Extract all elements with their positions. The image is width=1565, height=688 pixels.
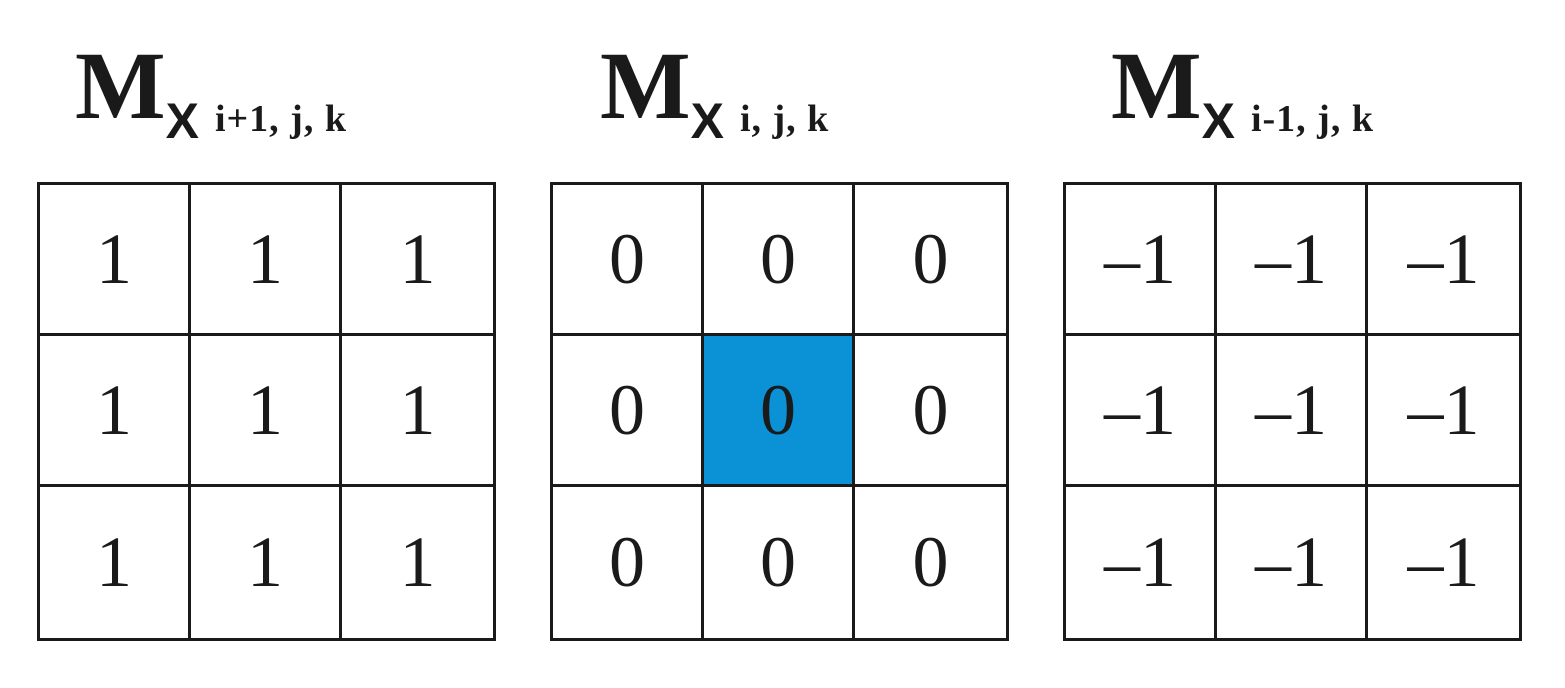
matrix-cell: –1 [1066,336,1217,487]
matrix-cell: 1 [191,336,342,487]
matrix-symbol: M [75,32,166,139]
matrix-variable: X [165,93,199,149]
matrix-cell: 1 [342,487,493,638]
matrix-cell: –1 [1066,487,1217,638]
matrix-cell: 1 [40,185,191,336]
matrix-variable: X [1201,93,1235,149]
matrix-grid: 0 0 0 0 0 0 0 0 0 [550,182,1009,641]
matrix-cell-center: 0 [704,336,855,487]
matrix-cell: –1 [1217,185,1368,336]
matrix-grid: 1 1 1 1 1 1 1 1 1 [37,182,496,641]
matrix-cell: 0 [553,336,704,487]
matrix-cell: –1 [1217,487,1368,638]
matrix-symbol: M [1111,32,1202,139]
matrix-subscript: i+1, j, k [214,98,347,140]
matrix-subscript: i-1, j, k [1250,98,1374,140]
matrix-cell: 0 [704,487,855,638]
matrix-cell: 1 [191,487,342,638]
matrix-cell: 0 [704,185,855,336]
matrix-cell: 1 [191,185,342,336]
matrix-variable: X [690,93,724,149]
matrix-subscript: i, j, k [739,98,830,140]
matrix-symbol: M [600,32,691,139]
matrix-cell: –1 [1368,487,1519,638]
matrix-cell: 1 [342,336,493,487]
matrix-grid: –1 –1 –1 –1 –1 –1 –1 –1 –1 [1063,182,1522,641]
matrix-cell: 1 [342,185,493,336]
matrix-cell: 0 [553,487,704,638]
matrix-cell: 0 [855,185,1006,336]
matrix-cell: 0 [855,487,1006,638]
matrix-cell: –1 [1368,185,1519,336]
matrix-cell: 0 [553,185,704,336]
matrix-cell: 0 [855,336,1006,487]
matrix-cell: 1 [40,336,191,487]
matrix-cell: –1 [1066,185,1217,336]
matrix-cell: –1 [1368,336,1519,487]
matrix-cell: 1 [40,487,191,638]
matrix-cell: –1 [1217,336,1368,487]
